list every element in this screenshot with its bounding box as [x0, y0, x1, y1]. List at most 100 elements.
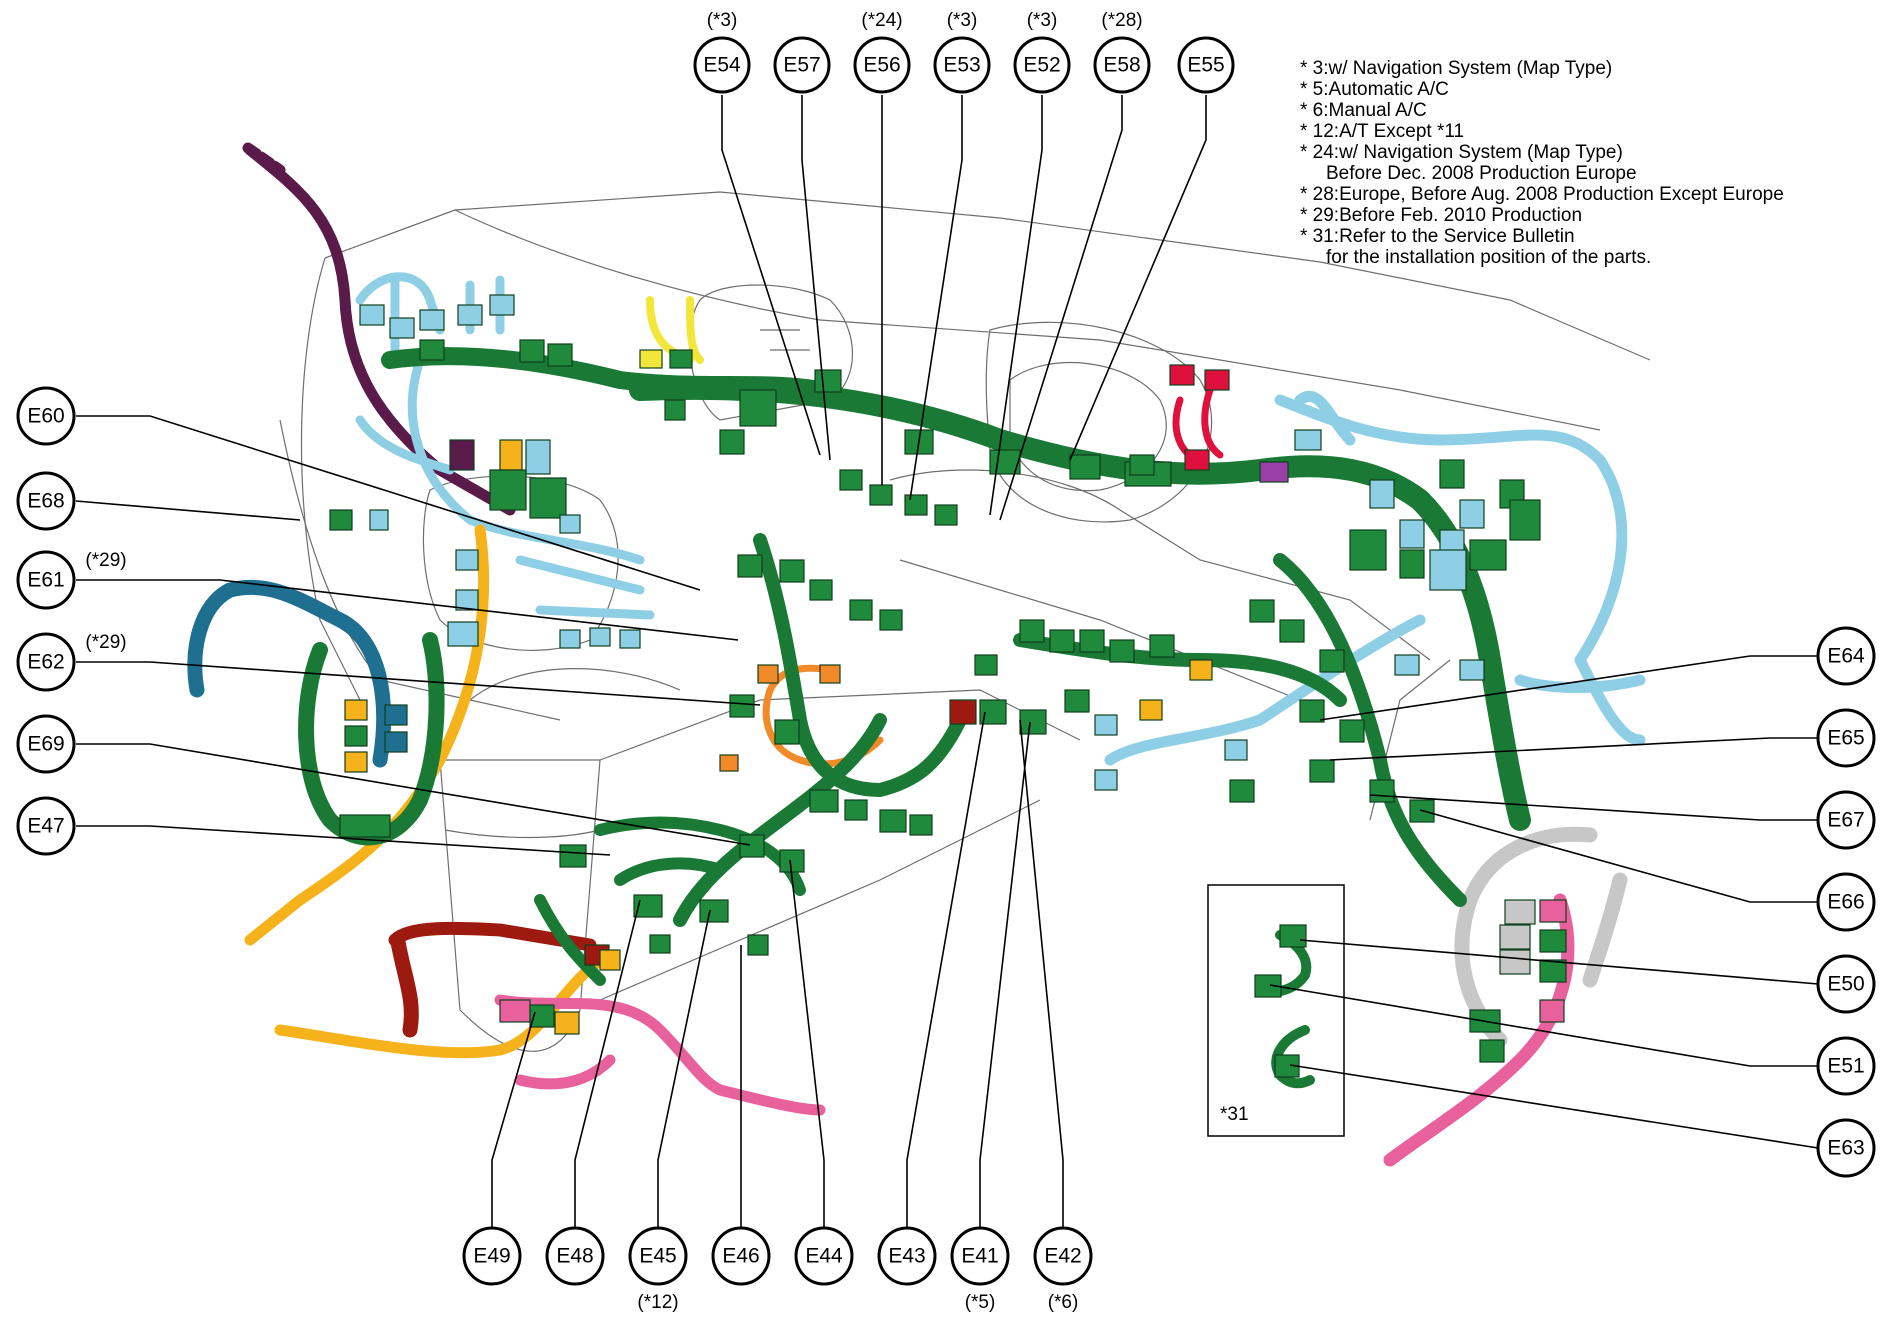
callout-E45: E45 (*12): [628, 1226, 688, 1313]
connector: [1294, 429, 1322, 451]
connector: [1309, 759, 1335, 783]
connector: [529, 1004, 555, 1028]
harness-grey: [1454, 826, 1628, 1048]
connector: [1539, 899, 1567, 923]
harness-main-center: [673, 533, 967, 927]
connector: [669, 349, 693, 369]
connector: [547, 343, 573, 367]
connector: [1504, 899, 1536, 925]
connector: [934, 504, 958, 526]
leader-line: [1419, 809, 1818, 903]
legend-line: for the installation position of the par…: [1326, 247, 1651, 268]
connector: [589, 627, 611, 647]
callout-label: E41: [961, 1245, 998, 1268]
callout-E44: E44: [794, 1226, 854, 1286]
harness-main-upper: [381, 347, 829, 399]
connector: [619, 629, 641, 649]
callout-E50: E50: [1816, 954, 1876, 1014]
connector: [649, 934, 671, 954]
connector: [974, 654, 998, 676]
connector: [489, 469, 527, 511]
callout-E51: E51: [1816, 1036, 1876, 1096]
connector: [1539, 929, 1567, 953]
leader-lines: [75, 95, 1819, 1228]
legend: * 3:w/ Navigation System (Map Type) * 5:…: [1300, 58, 1784, 268]
connector: [1129, 454, 1155, 476]
connector: [525, 439, 551, 475]
connector: [1399, 549, 1425, 579]
legend-line: * 24:w/ Navigation System (Map Type): [1300, 142, 1623, 163]
connector: [839, 469, 863, 491]
connector: [1459, 659, 1485, 681]
connector: [1189, 659, 1213, 681]
connector: [1019, 619, 1045, 643]
callout-E48: E48: [545, 1226, 605, 1286]
connector: [664, 399, 686, 421]
connector: [559, 629, 581, 649]
connector: [449, 439, 475, 471]
callout-E53: (*3) E53: [933, 10, 991, 94]
callout-E68: E68: [16, 471, 76, 531]
connector: [1094, 769, 1118, 791]
harness-purple: [244, 144, 516, 516]
connector: [1319, 649, 1345, 673]
connector: [879, 809, 907, 833]
connector: [737, 554, 763, 578]
callout-label: E62: [27, 651, 64, 674]
connector: [779, 849, 805, 873]
callout-label: E69: [27, 733, 64, 756]
leader-line: [1319, 655, 1818, 721]
callout-E65: E65: [1816, 708, 1876, 768]
callout-label: E50: [1827, 973, 1864, 996]
connector: [457, 304, 483, 326]
connector: [384, 704, 408, 726]
callout-E52: (*3) E52: [1013, 10, 1071, 94]
callout-label: E43: [888, 1245, 925, 1268]
connector: [419, 309, 445, 331]
callout-E43: E43: [877, 1226, 937, 1286]
harness-red: [388, 921, 597, 952]
harness-pink-bottom: [494, 994, 826, 1116]
leader-line: [999, 95, 1123, 521]
leader-line: [721, 95, 821, 456]
connector: [339, 814, 391, 838]
connector: [819, 664, 841, 684]
inset-box: [1207, 884, 1345, 1137]
callout-label: E56: [863, 54, 900, 77]
callout-label: E47: [27, 815, 64, 838]
callout-label: E66: [1827, 891, 1864, 914]
connector: [849, 599, 873, 621]
leader-line: [906, 711, 986, 1228]
connector: [1229, 779, 1255, 803]
leader-line: [1369, 794, 1818, 821]
connector: [1509, 499, 1541, 541]
leader-line: [76, 661, 761, 706]
callout-note: (*3): [947, 10, 978, 31]
leader-line: [989, 95, 1043, 516]
connector: [384, 731, 408, 753]
connector: [447, 621, 479, 647]
leader-line: [1289, 1064, 1819, 1149]
harness-orange-bottom: [274, 954, 606, 1059]
callout-label: E58: [1103, 54, 1140, 77]
connector: [1224, 739, 1248, 761]
callout-E69: E69: [16, 714, 76, 774]
leader-line: [979, 721, 1031, 1228]
callout-E63: E63: [1816, 1118, 1876, 1178]
connector: [329, 509, 353, 531]
connector: [344, 751, 368, 773]
connector: [719, 429, 745, 455]
connector: [869, 484, 893, 506]
connector: [1254, 974, 1282, 998]
callout-label: E63: [1827, 1137, 1864, 1160]
connector: [389, 317, 415, 339]
leader-line: [801, 95, 831, 461]
callout-E67: E67: [1816, 790, 1876, 850]
harness-light-blue-right: [1104, 391, 1646, 766]
connector: [1369, 479, 1395, 509]
harness-pink-right: [1383, 893, 1575, 1167]
leader-line: [76, 415, 701, 591]
harness-dark-blue: [187, 579, 392, 768]
callout-E64: E64: [1816, 626, 1876, 686]
